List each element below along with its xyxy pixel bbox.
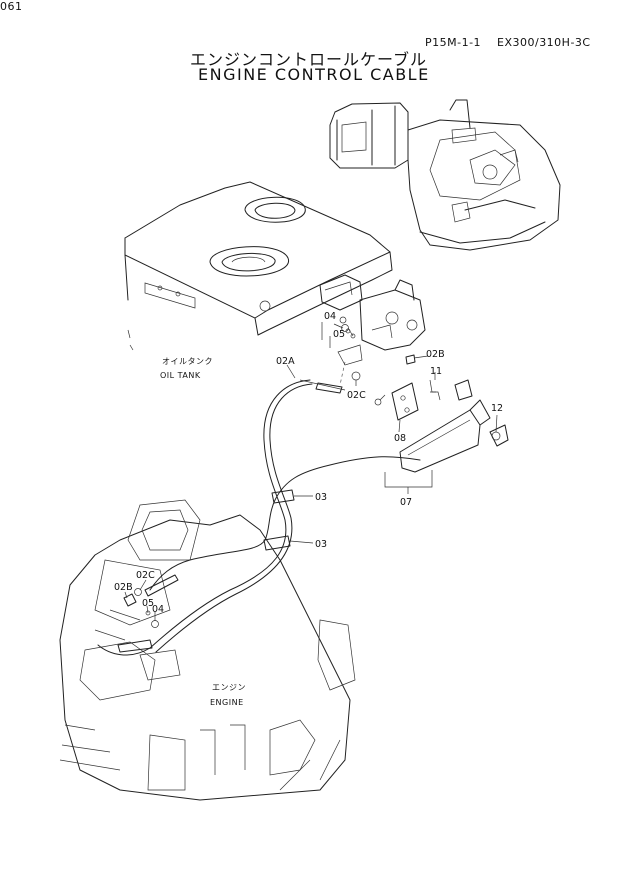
oil-tank-caption-en: OIL TANK xyxy=(160,371,201,380)
callout-02b-top: 02B xyxy=(426,349,445,360)
callout-03-upper: 03 xyxy=(315,492,327,503)
title-japanese: エンジンコントロールケーブル xyxy=(190,50,428,69)
hardware-parts xyxy=(123,324,501,628)
excavator-illustration xyxy=(329,99,561,251)
callout-04-top: 04 xyxy=(324,311,336,322)
callout-07: 07 xyxy=(400,497,412,508)
page-code: P15M-1-1 xyxy=(425,36,482,49)
engine-caption-ja: エンジン xyxy=(212,683,246,692)
model-code: EX300/310H-3C xyxy=(497,36,591,49)
callout-02c-top: 02C xyxy=(347,390,366,401)
callout-03-lower: 03 xyxy=(315,539,327,550)
callout-labels: 02A 04 05 02B 02C 11 12 08 07 03 03 02C … xyxy=(114,311,503,615)
callout-04-bottom: 04 xyxy=(152,604,164,615)
oil-tank-illustration xyxy=(124,181,393,351)
page-number: 061 xyxy=(0,0,23,13)
title-english: ENGINE CONTROL CABLE xyxy=(198,65,430,84)
callout-11: 11 xyxy=(430,366,442,377)
callout-05-bottom: 05 xyxy=(142,598,154,609)
bracket-assembly xyxy=(319,274,426,386)
engine-caption-en: ENGINE xyxy=(210,698,244,707)
oil-tank-caption-ja: オイルタンク xyxy=(162,357,213,366)
callout-08: 08 xyxy=(394,433,406,444)
component-captions: オイルタンク OIL TANK エンジン ENGINE xyxy=(160,357,246,707)
callout-05-top: 05 xyxy=(333,329,345,340)
callout-02b-bottom: 02B xyxy=(114,582,133,593)
callout-02a: 02A xyxy=(276,356,295,367)
leader-lines xyxy=(124,323,498,621)
callout-12: 12 xyxy=(491,403,503,414)
engine-illustration xyxy=(59,499,356,801)
callout-02c-bottom: 02C xyxy=(136,570,155,581)
control-cables xyxy=(97,379,421,656)
cable-bracket-and-box xyxy=(379,379,509,473)
